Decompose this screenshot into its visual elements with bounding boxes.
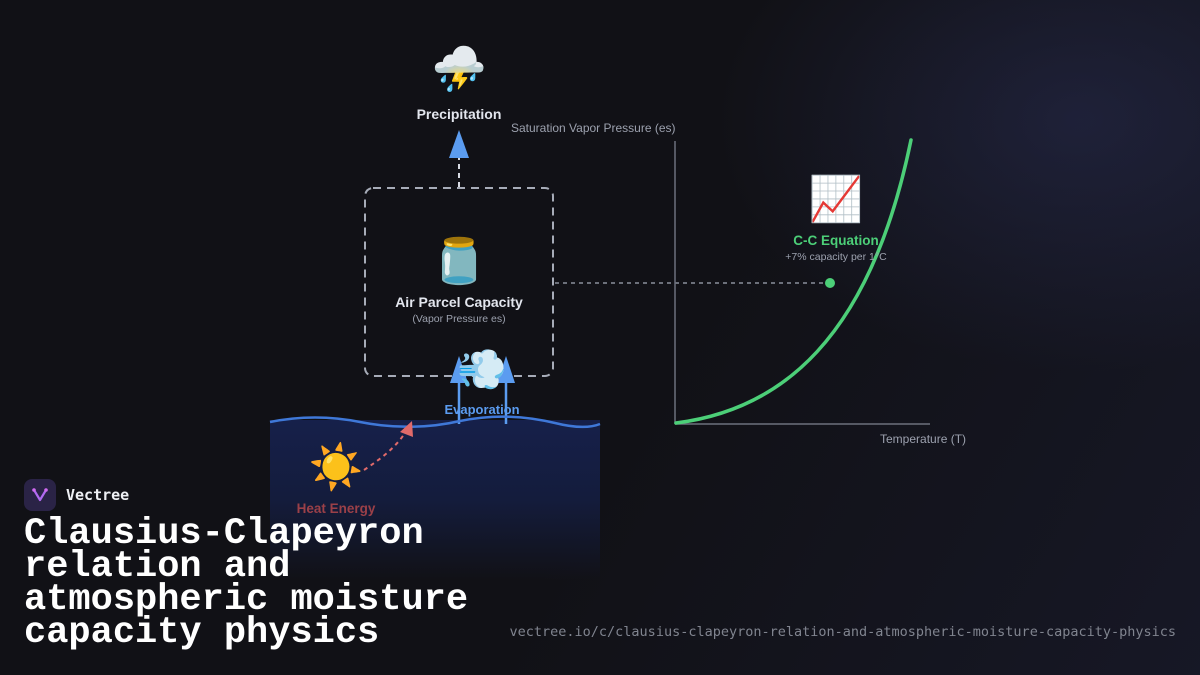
air-parcel-sublabel: (Vapor Pressure es) [412, 313, 506, 325]
vectree-logo-icon [24, 479, 56, 511]
cc-curve [674, 138, 913, 425]
page-title: Clausius-Clapeyron relation and atmosphe… [24, 513, 469, 654]
water-body [270, 420, 600, 580]
heat-arrow-line [363, 427, 409, 471]
curve-point [825, 278, 835, 288]
cc-equation-sublabel: +7% capacity per 1°C [785, 251, 887, 263]
y-axis-label: Saturation Vapor Pressure (es) [511, 121, 676, 135]
x-axis-label: Temperature (T) [880, 432, 967, 446]
brand-name: Vectree [66, 486, 130, 504]
chart-increasing-icon: 📈 [808, 174, 864, 225]
precipitation-label: Precipitation [416, 106, 502, 122]
water-surface [269, 415, 601, 429]
air-parcel-label: Air Parcel Capacity [395, 294, 523, 310]
heat-energy-label: Heat Energy [296, 501, 376, 516]
heat-arrowhead [400, 421, 413, 437]
wind-puff-icon: 💨 [457, 347, 507, 393]
evaporation-arrowhead-left [450, 356, 468, 383]
jar-icon: 🫙 [431, 236, 487, 287]
evaporation-arrowhead-right [497, 356, 515, 383]
sun-icon: ☀️ [308, 442, 364, 493]
page-url[interactable]: vectree.io/c/clausius-clapeyron-relation… [509, 624, 1176, 640]
evaporation-label: Evaporation [444, 402, 520, 417]
cc-equation-label: C-C Equation [793, 233, 879, 248]
brand: Vectree [24, 479, 129, 511]
precip-arrowhead [449, 130, 469, 158]
thunder-cloud-rain-icon: ⛈️ [431, 44, 487, 95]
